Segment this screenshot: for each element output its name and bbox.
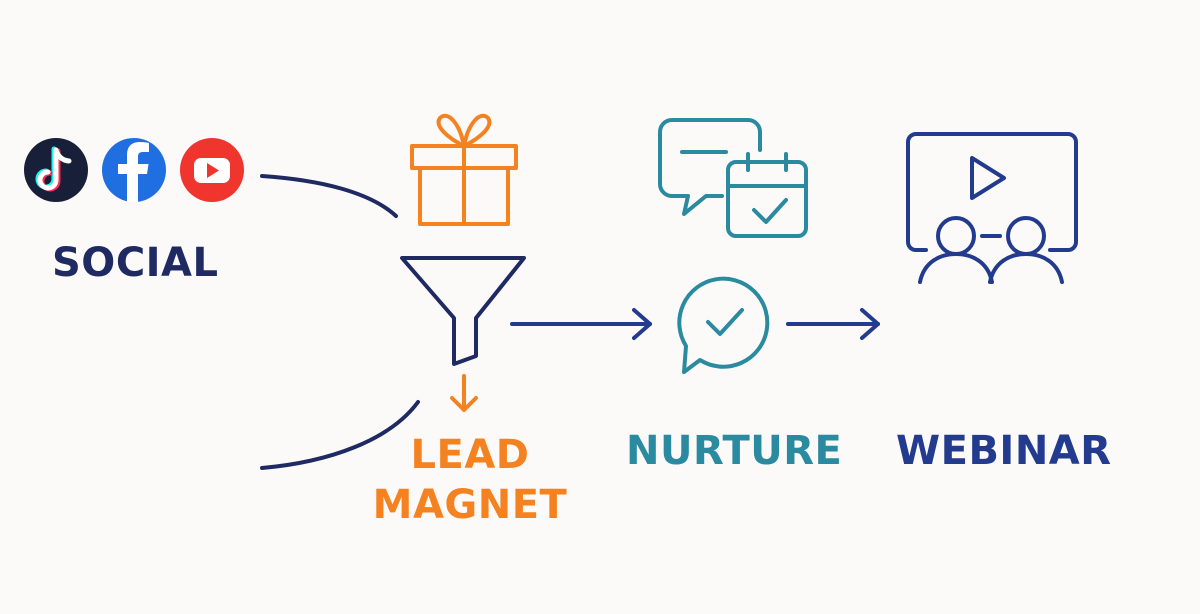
- nurture-label: NURTURE: [626, 428, 843, 474]
- chat-check-icon: [677, 276, 770, 374]
- down-arrow-icon: [450, 374, 478, 412]
- lead-magnet-label: LEAD MAGNET: [370, 430, 570, 530]
- calendar-check-icon: [726, 152, 808, 238]
- chat-bubbles-icon: [658, 118, 762, 216]
- social-connector-bottom: [260, 400, 420, 470]
- arrow-to-webinar: [786, 308, 880, 340]
- social-label: SOCIAL: [52, 240, 219, 286]
- lead-magnet-label-line2: MAGNET: [372, 482, 568, 528]
- arrow-to-nurture: [510, 308, 652, 340]
- webinar-label: WEBINAR: [896, 428, 1112, 474]
- gift-icon: [410, 113, 518, 226]
- social-connector-top: [260, 174, 398, 218]
- video-screen-icon: [906, 132, 1078, 252]
- facebook-icon: [102, 138, 166, 202]
- funnel-icon: [400, 256, 526, 366]
- youtube-icon: [180, 138, 244, 202]
- tiktok-icon: [24, 138, 88, 202]
- audience-icon: [918, 216, 1064, 284]
- lead-magnet-label-line1: LEAD: [410, 432, 530, 478]
